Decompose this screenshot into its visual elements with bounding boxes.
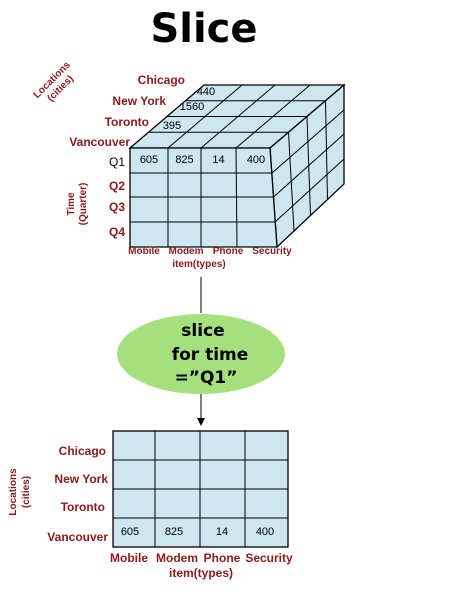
svg-text:(Quarter): (Quarter): [78, 183, 89, 226]
grid-line: [271, 109, 345, 174]
result-city-chicago: Chicago: [59, 444, 106, 458]
grid-line: [273, 133, 345, 198]
cube-item-modem: Modem: [169, 246, 204, 257]
grid-line: [167, 84, 243, 149]
quarter-q4: Q4: [109, 225, 125, 239]
result-value-security: 400: [256, 526, 274, 538]
cube-value-phone: 14: [212, 154, 224, 166]
quarter-q2: Q2: [109, 179, 125, 193]
svg-text:Time: Time: [66, 192, 77, 216]
grid-line: [235, 84, 311, 149]
operation-line-1: slice: [181, 321, 224, 341]
cube-item-security: Security: [252, 246, 292, 257]
slice-operation-ellipse: [117, 314, 285, 394]
result-item-mobile: Mobile: [110, 551, 148, 565]
cube-city-toronto: Toronto: [105, 115, 149, 129]
cube-item-phone: Phone: [213, 246, 244, 257]
top-value-chicago: 440: [197, 86, 215, 98]
result-location-axis-label: Locations (cities): [8, 468, 32, 516]
result-item-phone: Phone: [204, 551, 241, 565]
cube-item-mobile: Mobile: [128, 246, 160, 257]
cube-value-mobile: 605: [140, 154, 158, 166]
grid-line: [274, 158, 345, 223]
cube-city-chicago: Chicago: [138, 73, 185, 87]
cube-value-modem: 825: [175, 154, 193, 166]
result-city-new-york: New York: [54, 472, 108, 486]
result-table: 605 825 14 400: [112, 430, 289, 548]
result-city-toronto: Toronto: [61, 500, 105, 514]
page-title: Slice: [150, 6, 257, 52]
svg-text:(cities): (cities): [21, 476, 32, 508]
svg-text:Locations: Locations: [8, 468, 19, 516]
result-value-phone: 14: [216, 526, 228, 538]
grid-line: [235, 147, 238, 248]
result-value-mobile: 605: [121, 526, 139, 538]
result-item-modem: Modem: [156, 551, 198, 565]
data-cube: 440 1560 395 605 825 14 400: [128, 83, 346, 249]
quarter-q3: Q3: [109, 200, 125, 214]
cube-city-vancouver: Vancouver: [69, 135, 130, 149]
quarter-q1: Q1: [109, 155, 125, 169]
cube-time-axis-label: Time (Quarter): [66, 183, 89, 226]
grid-line: [200, 84, 276, 149]
operation-line-2: for time: [172, 345, 249, 365]
top-value-toronto: 395: [163, 120, 181, 132]
result-city-vancouver: Vancouver: [47, 530, 108, 544]
result-item-security: Security: [245, 551, 293, 565]
cube-value-security: 400: [247, 154, 265, 166]
cube-location-axis-label: Locations (cities): [32, 59, 76, 104]
operation-line-3: =”Q1”: [175, 368, 238, 388]
result-value-modem: 825: [165, 526, 183, 538]
cube-city-new-york: New York: [112, 94, 166, 108]
result-item-axis-label: item(types): [169, 566, 233, 580]
top-value-new-york: 1560: [180, 101, 204, 113]
cube-item-axis-label: item(types): [172, 259, 225, 270]
